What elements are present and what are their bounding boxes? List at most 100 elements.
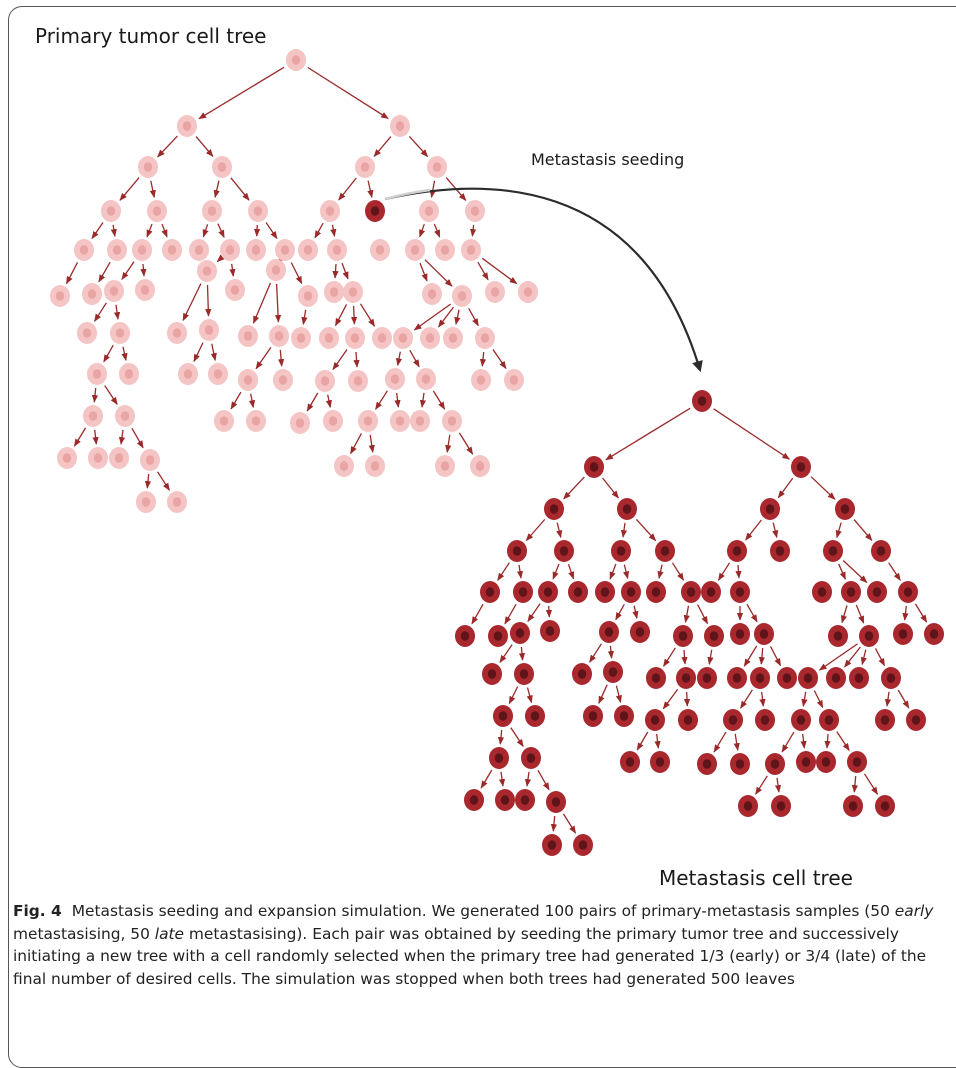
primary-tree-cell-icon — [101, 200, 121, 222]
primary-tree-edge — [350, 433, 362, 455]
metastasis-tree-cell-icon — [489, 747, 509, 769]
metastasis-tree-cell-nucleus — [880, 715, 890, 725]
primary-tree-cell-nucleus — [466, 245, 476, 255]
metastasis-tree-cell-nucleus — [833, 631, 843, 641]
metastasis-tree-cell-icon — [482, 663, 502, 685]
primary-tree-cell-nucleus — [470, 206, 480, 216]
primary-tree-cell-nucleus — [325, 206, 335, 216]
metastasis-tree-cell-icon — [488, 625, 508, 647]
primary-tree-edge — [131, 427, 144, 449]
metastasis-tree-cell-icon — [572, 663, 592, 685]
primary-tree-cell-icon — [107, 239, 127, 261]
metastasis-tree-cell-nucleus — [796, 462, 806, 472]
primary-tree-edge — [359, 303, 376, 327]
primary-tree-cell-nucleus — [296, 333, 306, 343]
primary-tree-cell-nucleus — [140, 285, 150, 295]
metastasis-tree-cell-nucleus — [494, 753, 504, 763]
primary-tree-cell-nucleus — [62, 453, 72, 463]
primary-tree-edge — [265, 222, 278, 240]
primary-tree-cell-icon — [77, 322, 97, 344]
primary-tree-cell-nucleus — [243, 375, 253, 385]
primary-tree-cell-icon — [422, 283, 442, 305]
primary-tree-cell-icon — [471, 369, 491, 391]
metastasis-tree-cell-nucleus — [801, 757, 811, 767]
metastasis-tree-cell-nucleus — [578, 840, 588, 850]
metastasis-tree-cell-nucleus — [530, 711, 540, 721]
metastasis-tree-cell-icon — [697, 667, 717, 689]
metastasis-tree-edge — [855, 604, 865, 624]
metastasis-tree-cell-nucleus — [683, 715, 693, 725]
metastasis-tree-cell-icon — [621, 581, 641, 603]
primary-tree-cell-icon — [324, 281, 344, 303]
primary-tree-edge — [91, 222, 104, 240]
metastasis-tree-edge — [671, 562, 685, 581]
metastasis-tree-edge — [884, 691, 892, 707]
caption-text-1: Metastasis seeding and expansion simulat… — [71, 902, 895, 920]
metastasis-tree-cell-nucleus — [651, 587, 661, 597]
metastasis-tree-edge — [615, 685, 622, 704]
primary-tree-cell-nucleus — [480, 333, 490, 343]
metastasis-tree-cell-nucleus — [831, 673, 841, 683]
primary-tree-edge — [157, 471, 170, 491]
metastasis-tree-edge — [838, 563, 846, 580]
metastasis-tree-cell-icon — [538, 581, 558, 603]
primary-tree-cell-icon — [167, 491, 187, 513]
primary-tree-cell-nucleus — [427, 289, 437, 299]
primary-tree-edge — [368, 434, 375, 453]
metastasis-tree-cell-icon — [906, 709, 926, 731]
primary-tree-cell-nucleus — [332, 245, 342, 255]
metastasis-tree-edge — [471, 603, 484, 625]
metastasis-tree-cell-icon — [875, 709, 895, 731]
metastasis-tree-cell-icon — [754, 623, 774, 645]
metastasis-tree-edge — [605, 407, 691, 461]
metastasis-tree-cell-nucleus — [604, 627, 614, 637]
primary-tree-cell-icon — [50, 285, 70, 307]
metastasis-tree-edge — [683, 691, 691, 707]
metastasis-tree-cell-nucleus — [803, 673, 813, 683]
metastasis-tree-edge — [733, 733, 740, 751]
primary-tree-cell-icon — [57, 447, 77, 469]
primary-tree-cell-nucleus — [152, 206, 162, 216]
metastasis-tree-cell-nucleus — [759, 629, 769, 639]
primary-tree-cell-nucleus — [447, 416, 457, 426]
metastasis-tree-cell-nucleus — [735, 587, 745, 597]
primary-tree-cell-icon — [390, 410, 410, 432]
primary-tree-cell-nucleus — [353, 376, 363, 386]
primary-tree-edge — [255, 347, 272, 370]
metastasis-tree-cell-nucleus — [760, 715, 770, 725]
metastasis-tree-cell-icon — [603, 661, 623, 683]
metastasis-tree-cell-icon — [599, 621, 619, 643]
metastasis-tree-cell-icon — [617, 498, 637, 520]
metastasis-tree-cell-nucleus — [626, 587, 636, 597]
primary-tree-edge — [229, 263, 236, 277]
metastasis-tree-cell-nucleus — [770, 759, 780, 769]
primary-tree-edge — [92, 429, 99, 445]
primary-tree-cell-icon — [393, 327, 413, 349]
primary-tree-cell-icon — [334, 455, 354, 477]
metastasis-tree-edge — [563, 476, 585, 500]
metastasis-tree-cell-icon — [676, 667, 696, 689]
metastasis-tree-cell-icon — [843, 795, 863, 817]
primary-tree-cell-nucleus — [410, 245, 420, 255]
primary-tree-cell-icon — [246, 239, 266, 261]
primary-tree-edges — [65, 66, 518, 491]
metastasis-tree-edge — [657, 564, 664, 580]
primary-tree-cell-nucleus — [476, 375, 486, 385]
primary-tree-cell-nucleus — [475, 461, 485, 471]
metastasis-tree-edge — [499, 644, 513, 664]
metastasis-tree-cell-nucleus — [651, 673, 661, 683]
metastasis-tree-cell-nucleus — [743, 801, 753, 811]
primary-tree-cell-nucleus — [204, 325, 214, 335]
metastasis-tree-cell-icon — [646, 667, 666, 689]
primary-tree-cell-icon — [355, 156, 375, 178]
primary-tree-cell-nucleus — [377, 333, 387, 343]
primary-tree-edge — [458, 432, 474, 455]
primary-tree-cell-nucleus — [143, 162, 153, 172]
primary-tree-cell-nucleus — [415, 416, 425, 426]
primary-tree-edge — [210, 343, 217, 362]
metastasis-tree-cell-icon — [841, 581, 861, 603]
metastasis-tree-edge — [526, 687, 533, 704]
metastasis-tree-cell-nucleus — [547, 840, 557, 850]
primary-tree-cell-icon — [416, 368, 436, 390]
